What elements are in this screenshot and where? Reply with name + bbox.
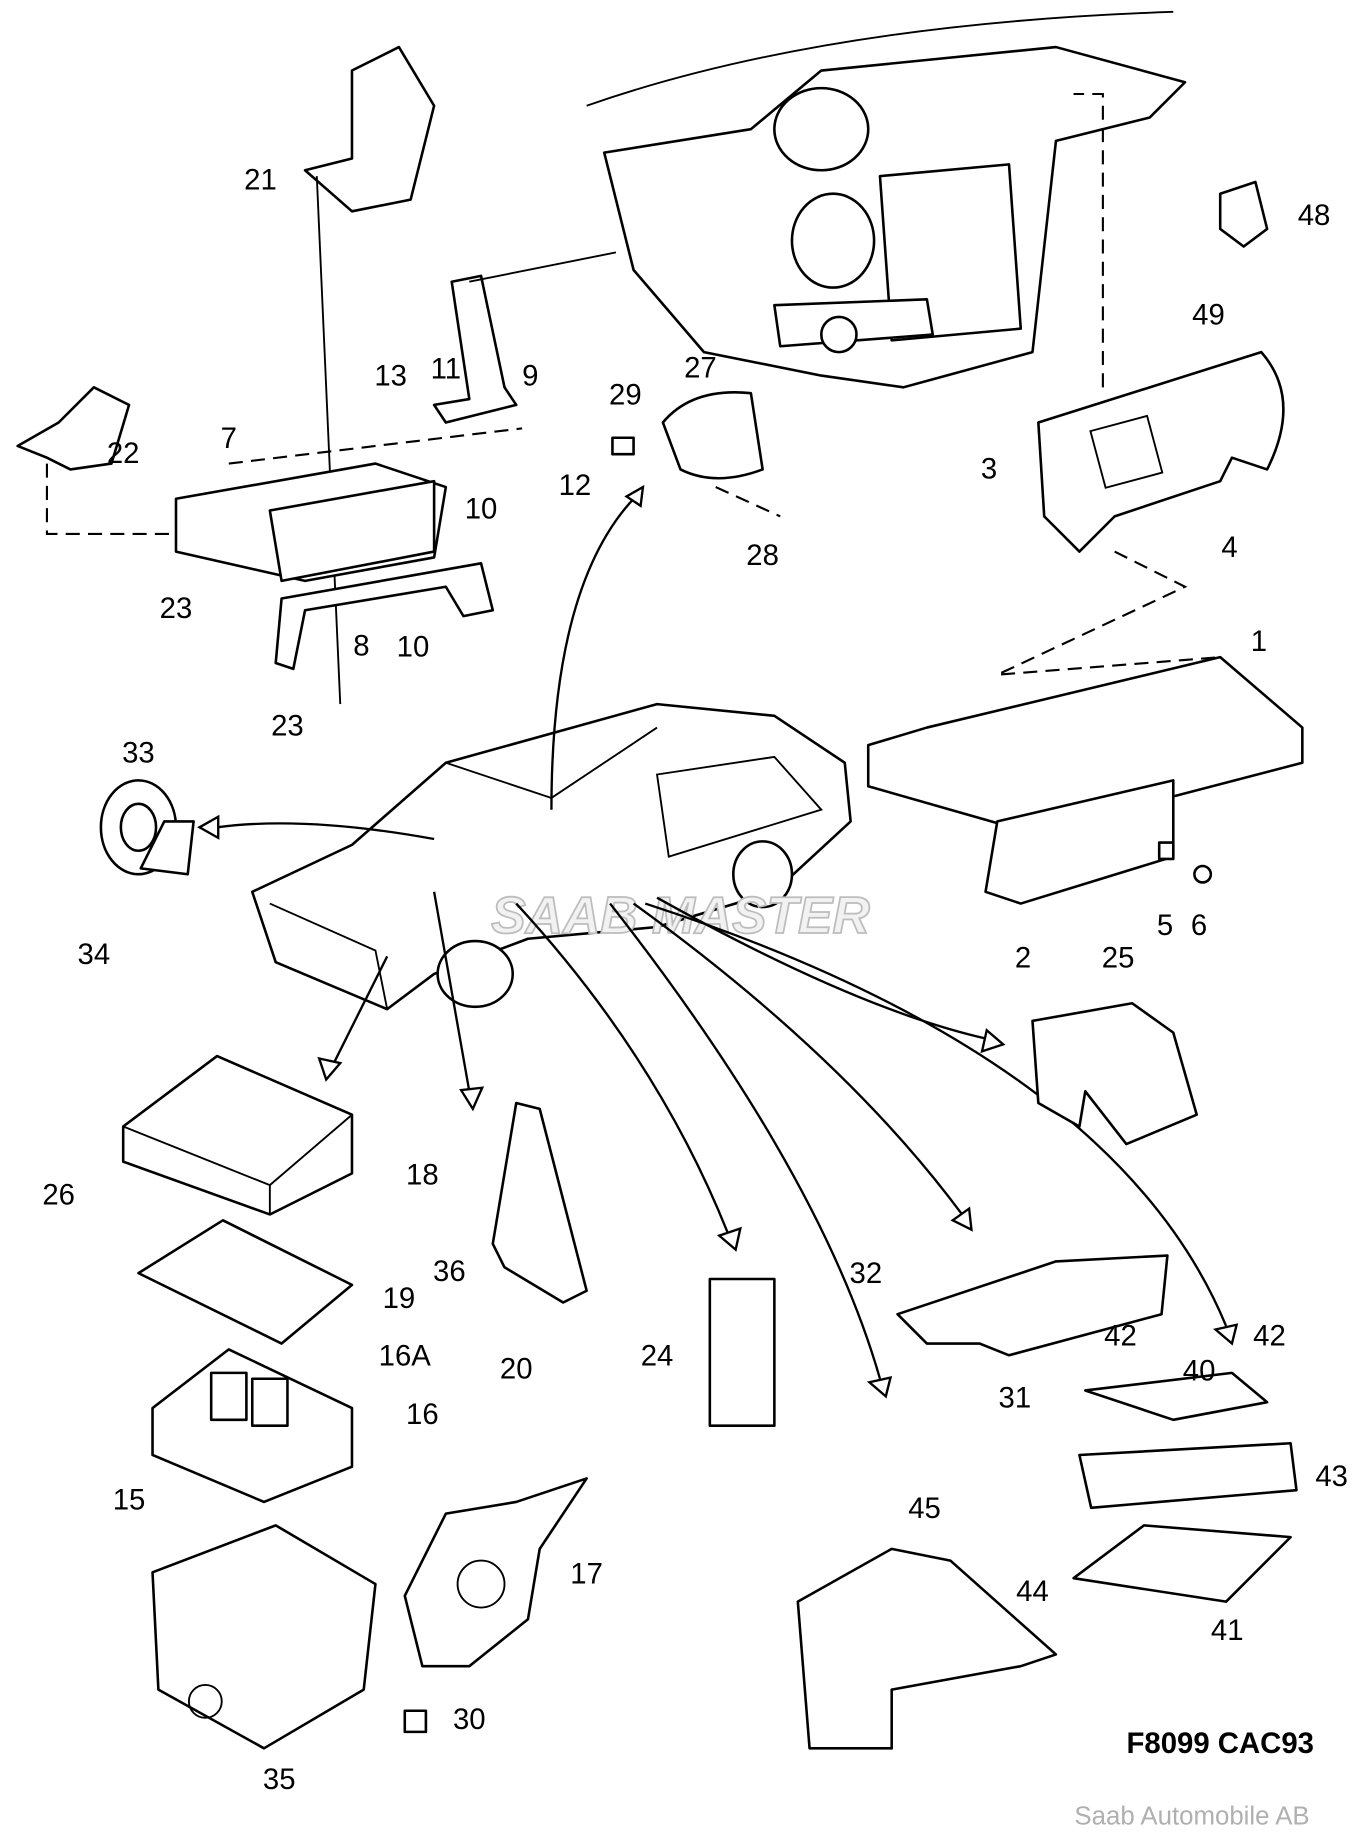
dashboard-steering-assembly: [586, 10, 1187, 389]
label-7: 7: [221, 422, 237, 455]
car-body: [250, 702, 852, 1011]
label-34: 34: [78, 938, 111, 971]
box-18: [121, 1054, 354, 1216]
part-29: [611, 436, 635, 456]
label-10: 10: [465, 492, 498, 525]
label-3: 3: [981, 452, 997, 485]
label-32: 32: [850, 1257, 883, 1290]
label-26: 26: [42, 1179, 75, 1212]
label-19: 19: [383, 1282, 416, 1315]
label-22: 22: [107, 437, 140, 470]
label-15: 15: [113, 1484, 146, 1517]
bracket-9: [432, 274, 518, 424]
bracket-31: [896, 1254, 1169, 1357]
fuse-box-16: [151, 1348, 354, 1504]
bracket-36: [491, 1101, 588, 1304]
label-10: 10: [397, 631, 430, 664]
bracket-22: [16, 386, 131, 471]
label-27: 27: [684, 351, 717, 384]
label-45: 45: [908, 1492, 941, 1525]
part-33: [99, 779, 195, 876]
bracket-24: [708, 1277, 776, 1427]
central-electrical-unit-1: [866, 655, 1304, 905]
bracket-48: [1218, 180, 1269, 248]
bracket-21: [303, 45, 436, 213]
bracket-25: [1031, 1001, 1199, 1146]
label-25: 25: [1102, 942, 1135, 975]
label-43: 43: [1315, 1460, 1348, 1493]
unit-27: [661, 391, 764, 480]
label-41: 41: [1211, 1614, 1244, 1647]
part-5: [1157, 841, 1175, 861]
box-15: [151, 1524, 377, 1750]
label-23: 23: [160, 592, 193, 625]
label-12: 12: [559, 469, 592, 502]
label-5: 5: [1157, 909, 1173, 942]
label-36: 36: [433, 1255, 466, 1288]
label-4: 4: [1221, 531, 1237, 564]
label-1: 1: [1251, 625, 1267, 658]
label-24: 24: [641, 1339, 674, 1372]
credit-text: Saab Automobile AB: [1074, 1803, 1309, 1831]
label-23: 23: [271, 709, 304, 742]
label-42: 42: [1104, 1319, 1137, 1352]
label-29: 29: [609, 378, 642, 411]
label-40: 40: [1183, 1355, 1216, 1388]
label-6: 6: [1191, 909, 1207, 942]
cover-3: [1037, 350, 1285, 553]
part-6: [1193, 864, 1213, 884]
label-13: 13: [374, 360, 407, 393]
control-unit-7: [174, 462, 495, 671]
label-20: 20: [500, 1352, 533, 1385]
label-16: 16: [406, 1398, 439, 1431]
part-number-labels: 21 48 49 13 11 9 29 27 22 7 12 3 28 10 1…: [42, 164, 1348, 1796]
figure-code: F8099 CAC93: [1126, 1727, 1313, 1760]
label-35: 35: [263, 1763, 296, 1796]
label-16a: 16A: [379, 1339, 432, 1372]
label-48: 48: [1298, 199, 1331, 232]
bracket-44: [796, 1547, 1058, 1750]
label-17: 17: [570, 1558, 603, 1591]
label-8: 8: [353, 630, 369, 663]
bracket-17: [403, 1477, 588, 1668]
gasket-19: [137, 1219, 354, 1345]
label-11: 11: [431, 353, 461, 386]
label-21: 21: [244, 164, 277, 197]
label-2: 2: [1015, 942, 1031, 975]
label-44: 44: [1016, 1575, 1049, 1608]
label-28: 28: [746, 539, 779, 572]
location-arrows: [197, 484, 1239, 1399]
label-33: 33: [122, 736, 155, 769]
label-30: 30: [453, 1703, 486, 1736]
label-31: 31: [999, 1382, 1032, 1415]
label-42: 42: [1253, 1319, 1286, 1352]
label-18: 18: [406, 1159, 439, 1192]
module-40-41: [1072, 1371, 1298, 1603]
part-30: [403, 1709, 428, 1734]
label-9: 9: [522, 360, 538, 393]
label-49: 49: [1192, 299, 1225, 332]
